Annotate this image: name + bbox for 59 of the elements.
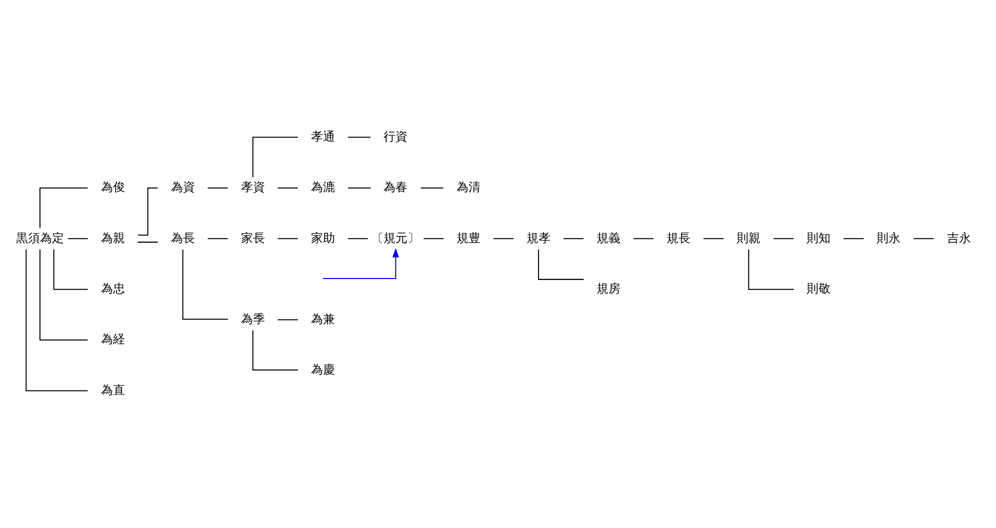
connector	[278, 187, 298, 188]
node-text: 為季	[240, 312, 265, 326]
connector	[208, 238, 228, 240]
connector	[278, 238, 298, 240]
connector	[39, 187, 88, 228]
connector	[252, 136, 298, 178]
node-text: 則敬	[806, 281, 831, 296]
connector	[493, 238, 514, 240]
connector	[208, 187, 228, 188]
node-text: 規房	[596, 281, 621, 296]
connector	[252, 330, 298, 370]
node-text: 為資	[170, 180, 195, 194]
node-text: 則親	[736, 230, 761, 245]
connector	[53, 249, 88, 290]
node-text: 孝資	[240, 180, 265, 194]
connector	[774, 238, 794, 240]
arrow	[322, 248, 399, 280]
connector	[748, 249, 794, 290]
node-text: 為経	[100, 332, 125, 346]
node-text: 黒須為定	[16, 230, 64, 245]
connector	[420, 187, 444, 188]
node-text: 為漉	[310, 180, 335, 194]
connector	[138, 242, 158, 243]
connector	[538, 249, 584, 280]
node-text: 行資	[384, 129, 408, 144]
connector	[424, 238, 444, 240]
node-text: 則永	[876, 230, 901, 245]
connector	[39, 250, 88, 341]
node-text: 吉永	[946, 230, 971, 245]
connector	[704, 238, 724, 240]
node-text: 孝通	[310, 129, 335, 144]
node-text: 為慶	[310, 362, 335, 377]
node-text: 規長	[666, 230, 691, 245]
connector	[348, 136, 371, 138]
node-text: 為俊	[100, 180, 125, 194]
connector	[563, 238, 584, 240]
connector	[278, 319, 298, 320]
connector	[348, 238, 368, 240]
node-text: 為親	[100, 230, 125, 245]
node-text: 規豊	[456, 230, 481, 245]
connector	[26, 249, 88, 392]
connector	[348, 187, 371, 188]
node-text: 家長	[240, 230, 265, 245]
connector	[68, 238, 88, 240]
node-text: 為兼	[310, 312, 335, 326]
connector	[844, 238, 864, 240]
node-text: 為春	[384, 180, 408, 194]
connector	[633, 238, 654, 240]
node-text: 為忠	[100, 281, 125, 296]
connector	[182, 250, 228, 320]
node-text: 為清	[456, 180, 481, 194]
node-text: 規孝	[526, 230, 551, 245]
connector	[914, 238, 934, 240]
node-text: 為直	[100, 382, 125, 397]
node-text: 規義	[596, 230, 621, 245]
node-text: 家助	[310, 230, 335, 245]
node-text: 則知	[806, 230, 831, 245]
node-text: 〔規元〕	[372, 230, 420, 245]
node-text: 為長	[170, 230, 195, 245]
